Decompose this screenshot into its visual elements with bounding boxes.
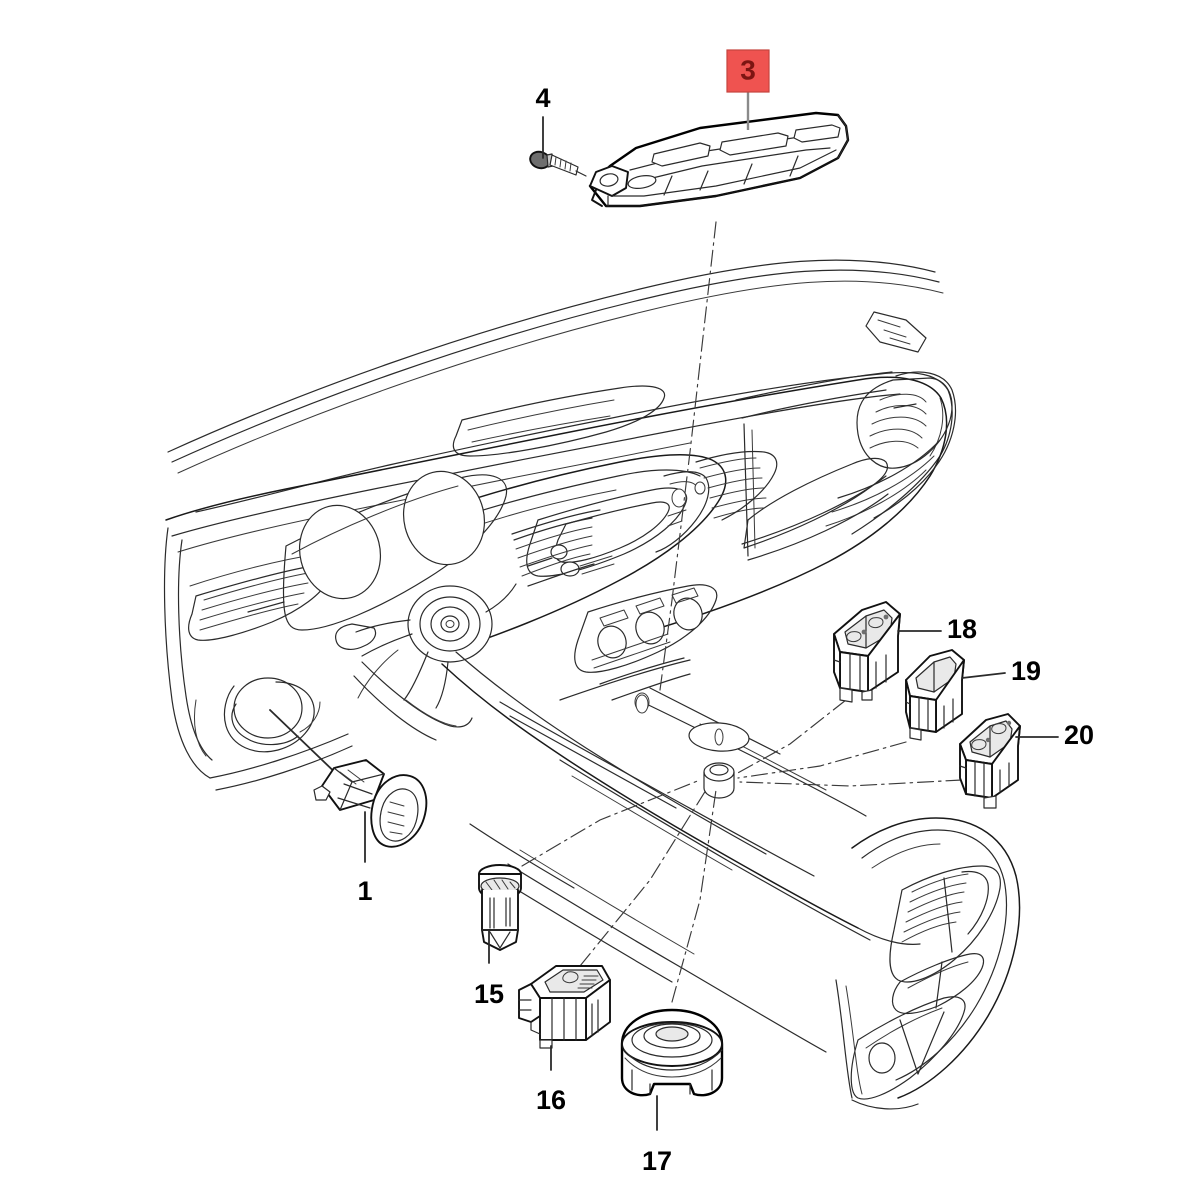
windshield-cowl (167, 259, 944, 474)
callout-label-18: 18 (947, 614, 977, 644)
headlight-switch-bay (223, 677, 321, 753)
callout-label-16: 16 (536, 1085, 566, 1115)
part-window-lifter-switch-single (518, 965, 611, 1049)
center-console (441, 651, 921, 945)
callout-label-20: 20 (1064, 720, 1094, 750)
callout-1[interactable]: 1 (357, 811, 373, 906)
leader-line-15 (521, 779, 701, 867)
leader-line-16 (579, 789, 707, 967)
instrument-cluster (282, 470, 508, 631)
highlight-box[interactable] (726, 49, 770, 93)
part-lighter-element (478, 864, 522, 951)
dashboard-illustration (163, 259, 1021, 1110)
steering-column-shroud (353, 661, 473, 741)
callout-20[interactable]: 20 (1015, 720, 1094, 750)
leader-lines-group (269, 221, 963, 1003)
callout-4[interactable]: 4 (535, 83, 551, 159)
dash-main-body (165, 376, 948, 635)
part-window-lifter-switch-double (833, 601, 901, 703)
dash-lower-left (163, 527, 353, 791)
callout-15[interactable]: 15 (474, 929, 504, 1009)
highlight-box-label: 3 (740, 54, 756, 85)
callout-17[interactable]: 17 (642, 1095, 672, 1176)
callout-label-4: 4 (535, 83, 550, 113)
callout-label-17: 17 (642, 1146, 672, 1176)
part-control-unit-bracket (588, 111, 850, 208)
highlight-marker-3[interactable]: 3 (726, 49, 770, 130)
leader-line-20 (739, 779, 963, 787)
part-socket-cap (620, 1008, 724, 1097)
leader-line-3 (659, 221, 717, 691)
dash-upper-shelf (452, 385, 666, 457)
callout-label-1: 1 (357, 876, 372, 906)
callout-18[interactable]: 18 (897, 614, 977, 644)
leader-line-18 (735, 699, 847, 775)
part-mounting-screw (529, 150, 587, 177)
part-window-lifter-switch-passenger (959, 713, 1021, 809)
part-headlight-switch (313, 759, 428, 848)
leader-line-17 (671, 789, 717, 1003)
dash-right-endcap (825, 311, 957, 527)
steering-wheel (335, 583, 517, 709)
part-window-lifter-switch-rear (905, 649, 965, 741)
callout-16[interactable]: 16 (536, 1045, 566, 1115)
rear-console-vent-module (835, 817, 1021, 1110)
callout-pointer-19 (961, 672, 1006, 679)
callout-label-19: 19 (1011, 656, 1041, 686)
callout-label-15: 15 (474, 979, 504, 1009)
leader-line-19 (737, 741, 907, 779)
callout-19[interactable]: 19 (961, 656, 1041, 686)
